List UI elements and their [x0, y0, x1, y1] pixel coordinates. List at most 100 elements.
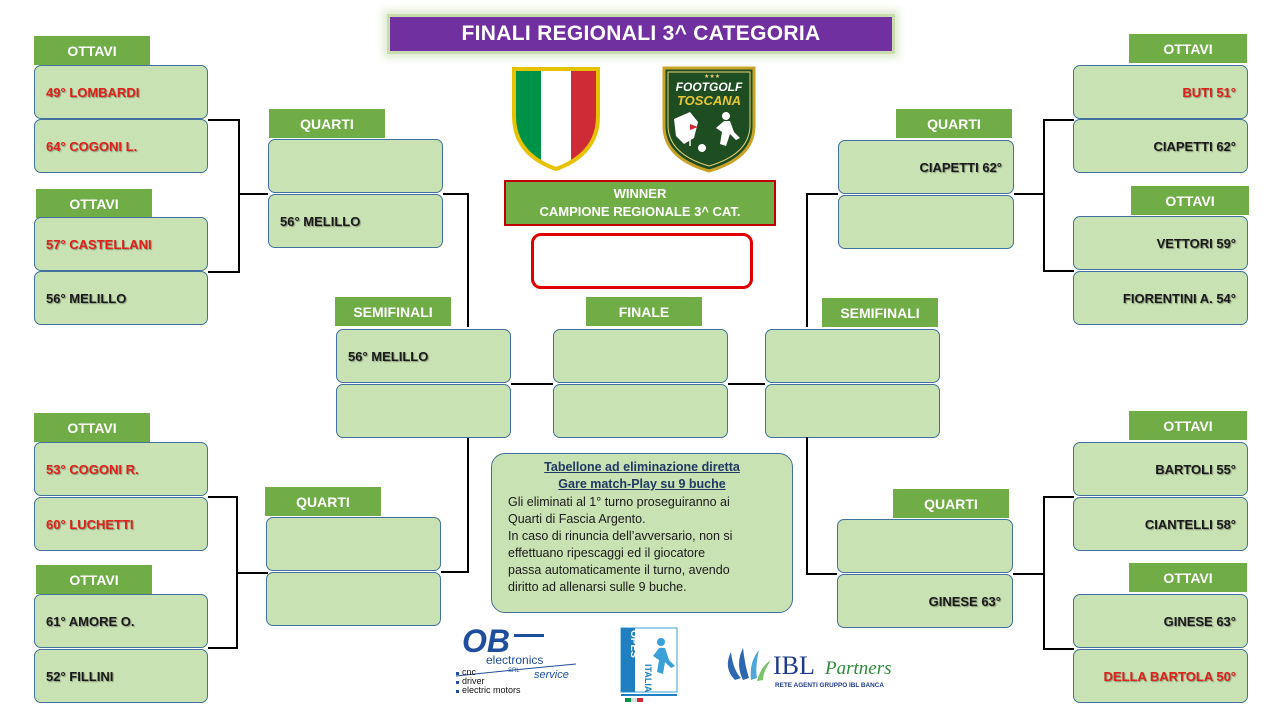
match-slot — [336, 384, 511, 438]
ottavi-label: OTTAVI — [1129, 34, 1247, 65]
winner-slot — [531, 233, 753, 289]
rules-subheader: Gare match-Play su 9 buche — [558, 477, 726, 491]
match-slot: 64° COGONI L. — [34, 119, 208, 173]
match-slot: BARTOLI 55° — [1073, 442, 1248, 496]
match-slot: 60° LUCHETTI — [34, 497, 208, 551]
rules-line: Quarti di Fascia Argento. — [508, 512, 646, 526]
ob-line: driver — [462, 676, 485, 686]
bracket-line — [1014, 193, 1044, 195]
bracket-line — [806, 193, 838, 195]
footgolf-text: FOOTGOLF — [676, 80, 743, 94]
ottavi-label: OTTAVI — [34, 36, 150, 67]
match-slot — [838, 195, 1014, 249]
ottavi-label: OTTAVI — [34, 413, 150, 444]
opes-country: ITALIA — [643, 664, 653, 693]
bracket-line — [441, 571, 469, 573]
match-slot: 53° COGONI R. — [34, 442, 208, 496]
ob-service: service — [534, 669, 569, 681]
bracket-line — [806, 193, 808, 327]
winner-banner: WINNER CAMPIONE REGIONALE 3^ CAT. — [504, 180, 776, 226]
ottavi-label: OTTAVI — [36, 189, 152, 220]
ibl-mark: IBL — [773, 651, 815, 680]
match-slot: 49° LOMBARDI — [34, 65, 208, 119]
ibl-partners: Partners — [824, 658, 892, 679]
finale-label: FINALE — [586, 297, 702, 328]
match-slot: CIAPETTI 62° — [838, 140, 1014, 194]
bracket-line — [728, 383, 765, 385]
bracket-line — [511, 383, 553, 385]
match-slot: GINESE 63° — [837, 574, 1013, 628]
bracket-line — [443, 193, 469, 195]
ob-electronics-logo: OB ▬▬▬ electronics SRL service cnc drive… — [455, 624, 577, 695]
ottavi-label: OTTAVI — [1129, 411, 1247, 442]
bracket-line — [1043, 119, 1045, 271]
match-slot: CIANTELLI 58° — [1073, 497, 1248, 551]
toscana-text: TOSCANA — [677, 93, 741, 108]
rules-line: Gli eliminati al 1° turno proseguiranno … — [508, 495, 730, 509]
bracket-line — [1043, 648, 1074, 650]
semifinali-label: SEMIFINALI — [335, 297, 451, 328]
rules-line: passa automaticamente il turno, avendo — [508, 563, 730, 577]
match-slot — [837, 519, 1013, 573]
rules-header: Tabellone ad eliminazione diretta — [544, 460, 740, 474]
footgolf-toscana-logo: ★★★ FOOTGOLF TOSCANA — [662, 66, 756, 173]
match-slot — [266, 572, 441, 626]
ibl-tagline: RETE AGENTI GRUPPO IBL BANCA — [775, 682, 884, 689]
bracket-line — [1043, 270, 1074, 272]
match-slot: 56° MELILLO — [268, 194, 443, 248]
bracket-line — [1043, 119, 1074, 121]
bracket-line — [236, 572, 268, 574]
bracket-line — [208, 119, 240, 121]
opes-italia-logo: OPES ITALIA — [620, 627, 678, 702]
quarti-label: QUARTI — [896, 109, 1012, 140]
ob-mark: OB — [462, 624, 510, 659]
bracket-line — [238, 193, 268, 195]
winner-subtitle: CAMPIONE REGIONALE 3^ CAT. — [539, 204, 741, 219]
quarti-label: QUARTI — [893, 489, 1009, 520]
ob-sub: electronics — [486, 653, 543, 667]
match-slot — [765, 329, 940, 383]
winner-title: WINNER — [613, 186, 667, 201]
quarti-label: QUARTI — [269, 109, 385, 140]
match-slot — [553, 384, 728, 438]
ottavi-label: OTTAVI — [1131, 186, 1249, 217]
bracket-line — [1043, 496, 1074, 498]
svg-text:▬▬▬: ▬▬▬ — [514, 629, 544, 640]
match-slot: 56° MELILLO — [336, 329, 511, 383]
ottavi-label: OTTAVI — [1129, 563, 1247, 594]
rules-info-box: Tabellone ad eliminazione diretta Gare m… — [491, 453, 793, 613]
match-slot: VETTORI 59° — [1073, 216, 1248, 270]
bracket-line — [1043, 496, 1045, 648]
match-slot: 52° FILLINI — [34, 649, 208, 703]
bracket-line — [238, 119, 240, 271]
bracket-line — [806, 573, 837, 575]
bracket-line — [806, 437, 808, 574]
match-slot — [765, 384, 940, 438]
rules-line: effettuano ripescaggi ed il giocatore — [508, 546, 706, 560]
match-slot — [553, 329, 728, 383]
bracket-line — [1013, 573, 1044, 575]
opes-word: OPES — [628, 630, 639, 658]
match-slot — [266, 517, 441, 571]
match-slot: 61° AMORE O. — [34, 594, 208, 648]
semifinali-label: SEMIFINALI — [822, 298, 938, 329]
match-slot: FIORENTINI A. 54° — [1073, 271, 1248, 325]
bracket-line — [208, 647, 238, 649]
ob-line: cnc — [462, 667, 477, 677]
bracket-line — [208, 496, 238, 498]
ob-srl: SRL — [508, 668, 520, 674]
ob-line: electric motors — [462, 685, 521, 695]
match-slot: GINESE 63° — [1073, 594, 1248, 648]
match-slot — [268, 139, 443, 193]
match-slot: DELLA BARTOLA 50° — [1073, 649, 1248, 703]
match-slot: BUTI 51° — [1073, 65, 1248, 119]
quarti-label: QUARTI — [265, 487, 381, 518]
rules-line: diritto ad allenarsi sulle 9 buche. — [508, 580, 687, 594]
bracket-line — [208, 271, 240, 273]
page-title: FINALI REGIONALI 3^ CATEGORIA — [387, 14, 895, 54]
match-slot: CIAPETTI 62° — [1073, 119, 1248, 173]
ottavi-label: OTTAVI — [36, 565, 152, 596]
italian-shield-icon — [512, 67, 600, 172]
svg-text:★★★: ★★★ — [704, 73, 720, 80]
match-slot: 56° MELILLO — [34, 271, 208, 325]
